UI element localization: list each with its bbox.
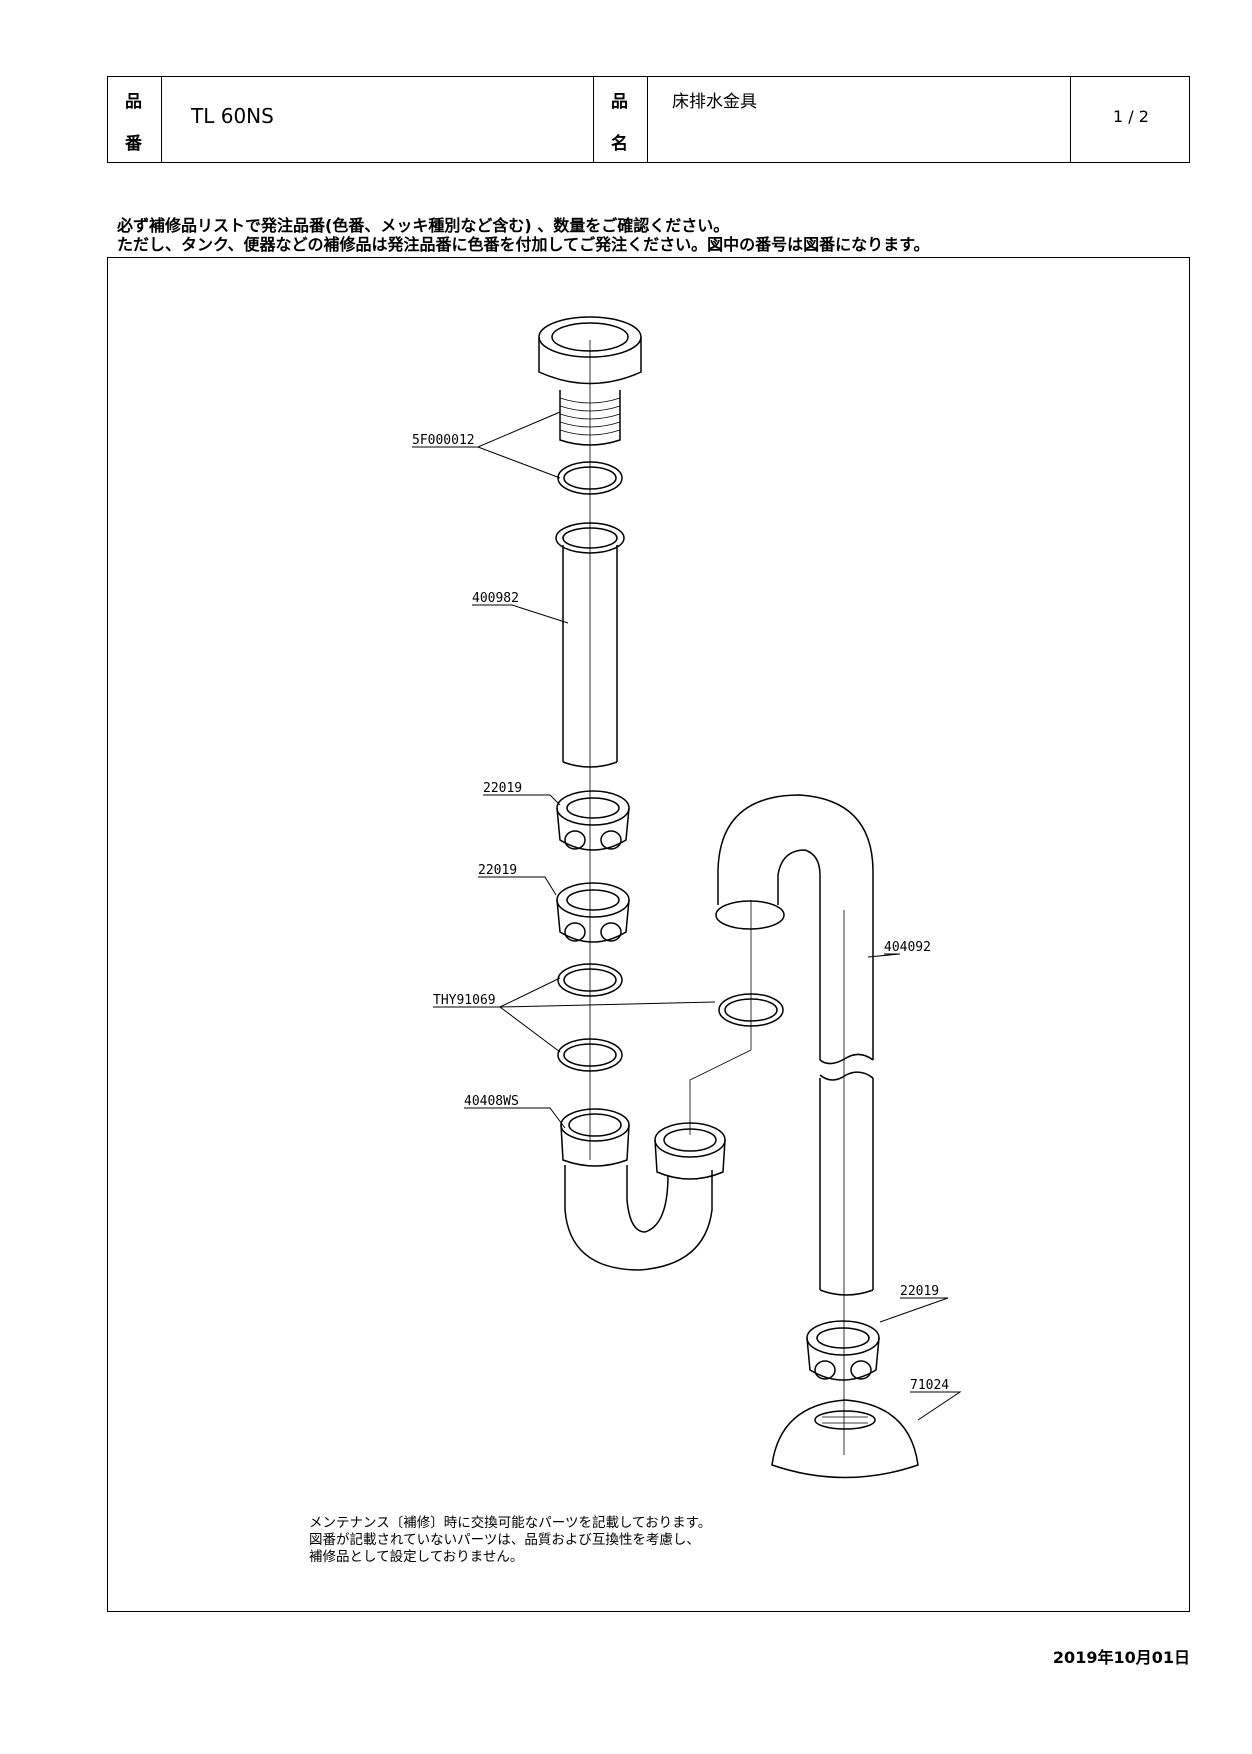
axis-line-trap <box>689 1049 752 1135</box>
j-pipe-part <box>715 794 874 1296</box>
label-flange: 5F000012 <box>412 433 475 448</box>
name-label-bottom: 名 <box>611 134 628 154</box>
label-trap: 40408WS <box>464 1094 519 1109</box>
packing-2 <box>557 1038 623 1072</box>
cap-part <box>771 1399 919 1479</box>
label-packing: THY91069 <box>433 993 496 1008</box>
product-name: 床排水金具 <box>672 92 757 112</box>
name-label-cell: 品 名 <box>594 77 648 162</box>
issue-date: 2019年10月01日 <box>1052 1648 1190 1667</box>
maintenance-note-line-1: メンテナンス〔補修〕時に交換可能なパーツを記載しております。 <box>309 1515 712 1531</box>
leader-lines <box>412 411 962 1421</box>
nut-lower <box>556 882 630 943</box>
packing-1 <box>557 963 623 997</box>
label-nut-bottom: 22019 <box>900 1284 939 1299</box>
header-table: 品 番 TL 60NS 品 名 床排水金具 1 / 2 <box>107 76 1190 163</box>
label-cap: 71024 <box>910 1378 949 1393</box>
nut-upper <box>556 790 630 851</box>
product-code: TL 60NS <box>191 104 274 128</box>
label-nut-lower: 22019 <box>478 863 517 878</box>
maintenance-note-line-2: 図番が記載されていないパーツは、品質および互換性を考慮し、 <box>309 1532 700 1548</box>
label-tailpipe: 400982 <box>472 591 519 606</box>
note-line-2: ただし、タンク、便器などの補修品は発注品番に色番を付加してご発注ください。図中の… <box>117 235 930 254</box>
label-pipe: 404092 <box>884 940 931 955</box>
flange-gasket <box>557 461 623 495</box>
diagram-frame <box>107 257 1190 1612</box>
flange-part <box>538 316 642 446</box>
code-value-cell: TL 60NS <box>162 77 594 162</box>
maintenance-note: メンテナンス〔補修〕時に交換可能なパーツを記載しております。 図番が記載されてい… <box>309 1515 711 1566</box>
code-label-bottom: 番 <box>125 134 142 154</box>
code-label-top: 品 <box>125 92 142 112</box>
label-nut-upper: 22019 <box>483 781 522 796</box>
nut-bottom <box>806 1320 880 1381</box>
packing-3 <box>718 993 784 1027</box>
name-value-cell: 床排水金具 <box>648 77 1071 162</box>
page-number: 1 / 2 <box>1113 107 1149 126</box>
note-line-1: 必ず補修品リストで発注品番(色番、メッキ種別など含む) 、数量をご確認ください。 <box>117 216 730 235</box>
tailpipe-part <box>555 522 625 768</box>
code-label-cell: 品 番 <box>108 77 162 162</box>
maintenance-note-line-3: 補修品として設定しておりません。 <box>309 1549 524 1565</box>
name-label-top: 品 <box>611 92 628 112</box>
trap-part <box>560 1108 726 1271</box>
page-cell: 1 / 2 <box>1071 77 1189 162</box>
